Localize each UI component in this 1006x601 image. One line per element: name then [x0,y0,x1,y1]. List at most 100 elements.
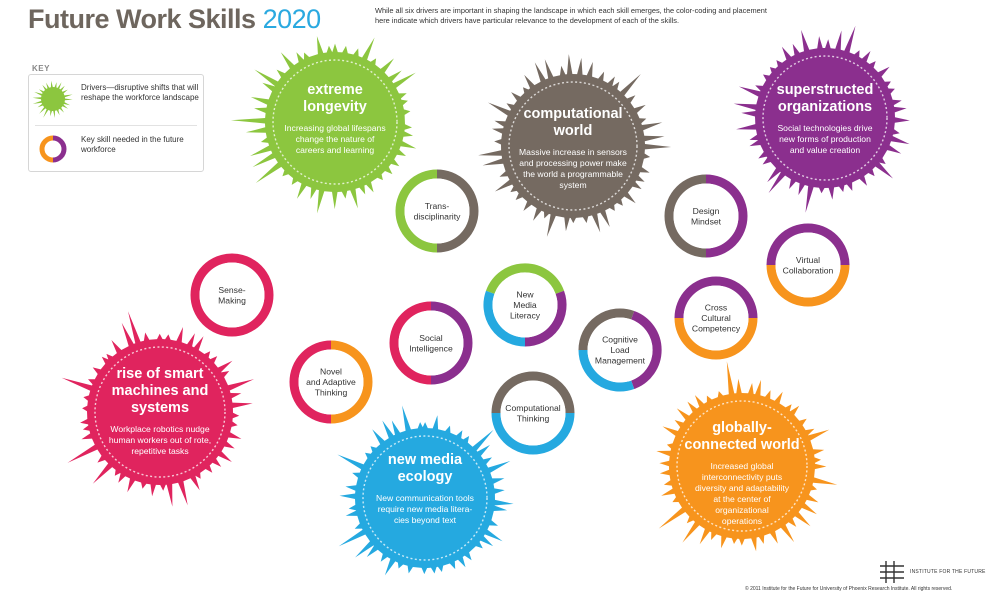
driver-desc-line: Massive increase in sensors [519,147,627,157]
skill-label-line: Competency [692,324,741,334]
skill-ring-segment [578,308,635,351]
driver-desc-line: Workplace robotics nudge [110,424,209,434]
skill-label-line: Virtual [796,255,820,265]
skill-center [775,232,841,298]
driver-desc-line: interconnectivity puts [702,472,782,482]
driver-burst-shape [230,36,417,214]
skill-center [298,349,364,415]
driver-dashed-ring [362,435,488,561]
skill-label-line: Design [693,206,720,216]
skill-ring-segment [578,349,635,392]
skill-ring-segment [664,174,707,258]
footer-org: INSTITUTE FOR THE FUTURE [910,569,986,575]
skill-ring-segment [389,301,432,385]
skill-label-line: New [516,290,534,300]
skill-label-line: Mindset [691,216,722,226]
skill-center [587,317,653,383]
driver-desc-line: and value creation [790,145,860,155]
skill-ring-segment [705,174,748,258]
driver-burst-shape [61,311,255,507]
key-driver-text: Drivers—disruptive shifts that will resh… [81,83,199,102]
skill-ring-segment [630,310,662,390]
skill-ring-segment [524,290,567,347]
driver-title-line: extreme [307,82,363,98]
page-title: Future Work Skills 2020 [28,4,321,35]
skill-ring-segment [491,371,575,414]
skill-center [404,178,470,244]
skill-ring-segment [485,263,565,295]
skill-center [683,285,749,351]
skill-label-line: Cognitive [602,335,638,345]
skill-label-line: Intelligence [409,343,453,353]
driver-desc-line: operations [722,516,762,526]
skill-label-line: Management [595,356,646,366]
skill-ring-segment [766,264,850,307]
footer-copyright: © 2011 Institute for the Future for Univ… [745,586,953,592]
driver-desc-line: change the nature of [296,134,375,144]
key-driver-icon [32,80,73,118]
skill-label-line: Novel [320,367,342,377]
driver-dashed-ring [94,346,226,478]
skill-label-line: Trans- [425,201,450,211]
driver-desc-line: system [559,180,586,190]
skill-ring-segment [483,290,526,347]
driver-title-line: globally- [712,420,772,436]
driver-desc-line: careers and learning [296,145,375,155]
driver-desc-line: organizational [715,505,769,515]
skill-label-line: disciplinarity [414,211,462,221]
skills-layer: Trans-disciplinarity DesignMindsetVirtual… [190,169,850,455]
skill-ring-segment [330,340,373,424]
key-skill-text: Key skill needed in the future workforce [81,135,184,154]
driver-desc-line: repetitive tasks [131,446,188,456]
driver-desc-line: at the center of [713,494,771,504]
driver-title-line: systems [131,400,189,416]
driver-desc-line: and processing power make [519,158,627,168]
driver-title-line: ecology [398,469,453,485]
driver-desc-line: Increased global [710,461,773,471]
skill-label-line: Cross [705,303,727,313]
skill-center [398,310,464,376]
skill-ring-segment [674,317,758,360]
driver-title-line: world [553,123,593,139]
skill-label-line: Literacy [510,311,541,321]
driver-desc-line: human workers out of rote, [109,435,211,445]
intro-text: While all six drivers are important in s… [375,6,767,25]
driver-title-line: machines and [112,383,209,399]
driver-desc-line: New communication tools [376,493,474,503]
driver-title-line: longevity [303,99,367,115]
skill-label-line: Load [610,345,629,355]
driver-dashed-ring [676,400,808,532]
skill-ring-segment [491,412,575,455]
driver-burst-shape [733,25,910,213]
key-label: KEY [32,64,50,73]
key-ring-segment [52,135,67,163]
driver-desc-line: new forms of production [779,134,871,144]
key-skill-icon [39,135,67,163]
driver-dashed-ring [272,59,398,185]
skill-center [673,183,739,249]
skill-sense-making: Sense-Making [190,253,274,337]
skill-label-line: Computational [505,403,561,413]
skill-label-line: Media [513,300,537,310]
iftf-logo-icon [880,561,904,583]
driver-burst-shape [337,405,514,576]
key-box: Drivers—disruptive shifts that will resh… [28,74,204,172]
skill-label-line: Collaboration [783,265,834,275]
skill-ring-segment [674,276,758,319]
skill-label-line: Thinking [315,388,348,398]
skill-label-line: Making [218,295,246,305]
driver-title-line: superstructed [777,82,874,98]
skill-label-line: Thinking [517,413,550,423]
skill-label-line: and Adaptive [306,377,356,387]
